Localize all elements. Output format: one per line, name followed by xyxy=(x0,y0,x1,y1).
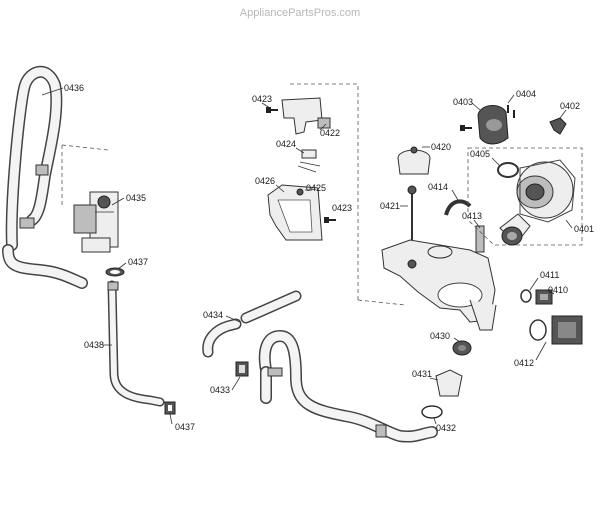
label-0438: 0438 xyxy=(84,340,104,350)
clamp-0437-upper xyxy=(105,267,125,277)
bracket-0422 xyxy=(281,97,331,135)
label-0425: 0425 xyxy=(306,183,326,193)
heater-pump-0412 xyxy=(529,315,583,345)
label-0430: 0430 xyxy=(430,331,450,341)
clip-0402 xyxy=(549,117,567,135)
hose-0438 xyxy=(107,280,165,407)
label-0433: 0433 xyxy=(210,385,230,395)
label-0424: 0424 xyxy=(276,139,296,149)
label-0410: 0410 xyxy=(548,285,568,295)
clip-0433 xyxy=(235,361,249,377)
label-0431: 0431 xyxy=(412,369,432,379)
label-0432: 0432 xyxy=(436,423,456,433)
screw-0423-lower xyxy=(324,217,336,223)
screws-0403 xyxy=(460,125,472,131)
label-0426: 0426 xyxy=(255,176,275,186)
label-0404: 0404 xyxy=(516,89,536,99)
watermark: AppliancePartsPros.com xyxy=(240,7,360,19)
label-0423-lower: 0423 xyxy=(332,203,352,213)
ring-0432 xyxy=(421,405,443,419)
hose-segment-0434 xyxy=(202,290,302,358)
label-0437-upper: 0437 xyxy=(128,257,148,267)
gasket-0405 xyxy=(497,162,519,178)
valve-0410 xyxy=(535,289,553,305)
cover-0404 xyxy=(477,105,515,145)
label-0401: 0401 xyxy=(574,224,594,234)
label-0421: 0421 xyxy=(380,201,400,211)
check-valve-0435 xyxy=(73,191,119,253)
sump-body xyxy=(381,239,497,331)
screw-0423-upper xyxy=(266,107,278,113)
label-0405: 0405 xyxy=(470,149,490,159)
lever-0413 xyxy=(475,225,485,253)
housing-0425 xyxy=(267,184,323,241)
label-0436: 0436 xyxy=(64,83,84,93)
label-0435: 0435 xyxy=(126,193,146,203)
sump-0420-cover xyxy=(397,146,431,175)
label-0411: 0411 xyxy=(540,270,559,280)
sensor-0424 xyxy=(297,149,321,173)
clamp-0437-lower xyxy=(164,401,176,415)
label-0414: 0414 xyxy=(428,182,448,192)
label-0403: 0403 xyxy=(453,97,473,107)
cap-0431 xyxy=(435,369,463,397)
label-0420: 0420 xyxy=(431,142,451,152)
label-0422: 0422 xyxy=(320,128,340,138)
label-0413: 0413 xyxy=(462,211,482,221)
seal-0430 xyxy=(452,340,472,356)
drain-hose-0436 xyxy=(2,65,88,289)
pump-0401 xyxy=(499,159,576,246)
label-0434: 0434 xyxy=(203,310,223,320)
label-0437-lower: 0437 xyxy=(175,422,195,432)
label-0412: 0412 xyxy=(514,358,534,368)
circulation-hose xyxy=(258,329,438,443)
ring-0411 xyxy=(520,289,532,303)
label-0423-upper: 0423 xyxy=(252,94,272,104)
label-0402: 0402 xyxy=(560,101,580,111)
